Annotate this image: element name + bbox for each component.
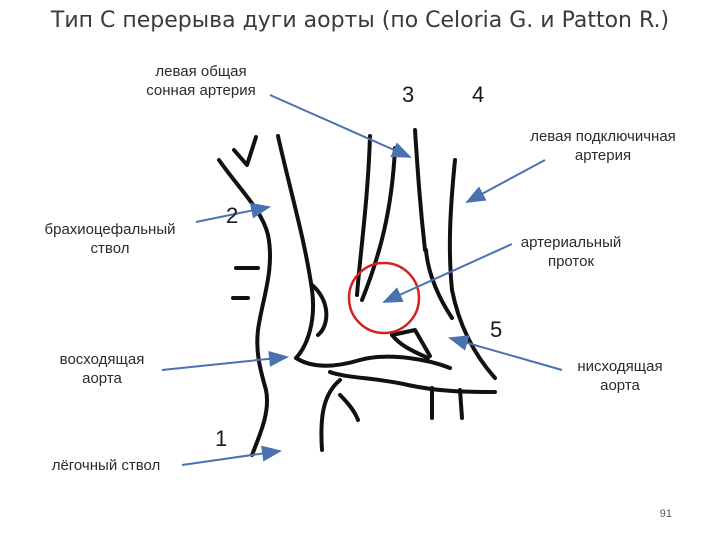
arrow-brachiocephalic <box>195 202 271 223</box>
marker-number-4: 4 <box>472 82 485 107</box>
marker-number-1: 1 <box>215 426 228 451</box>
arrow-ascending-aorta <box>161 350 289 371</box>
marker-number-5: 5 <box>490 317 503 342</box>
label-pulmonary-trunk: лёгочный ствол <box>51 457 161 474</box>
label-ductus: артериальный проток <box>520 234 622 270</box>
page-number: 91 <box>659 508 672 520</box>
label-descending-aorta: нисходящая аорта <box>577 358 663 394</box>
arrow-left-subclavian <box>465 159 546 203</box>
marker-number-2: 2 <box>226 203 239 228</box>
label-left-common-carotid: левая общая сонная артерия <box>146 63 256 99</box>
slide-title: Тип С перерыва дуги аорты (по Celoria G.… <box>50 8 670 33</box>
arrow-descending-aorta <box>448 335 563 371</box>
ductus-highlight-circle <box>347 261 421 335</box>
marker-number-3: 3 <box>402 82 415 107</box>
label-brachiocephalic: брахиоцефальный ствол <box>44 221 176 257</box>
vessel-outlines <box>217 128 497 457</box>
arrow-ductus <box>382 243 513 303</box>
arrow-left-common-carotid <box>269 94 412 158</box>
label-ascending-aorta: восходящая аорта <box>59 351 145 387</box>
pointer-arrows <box>161 94 563 466</box>
arrow-pulmonary-trunk <box>181 445 282 466</box>
label-left-subclavian: левая подключичная артерия <box>530 128 676 164</box>
